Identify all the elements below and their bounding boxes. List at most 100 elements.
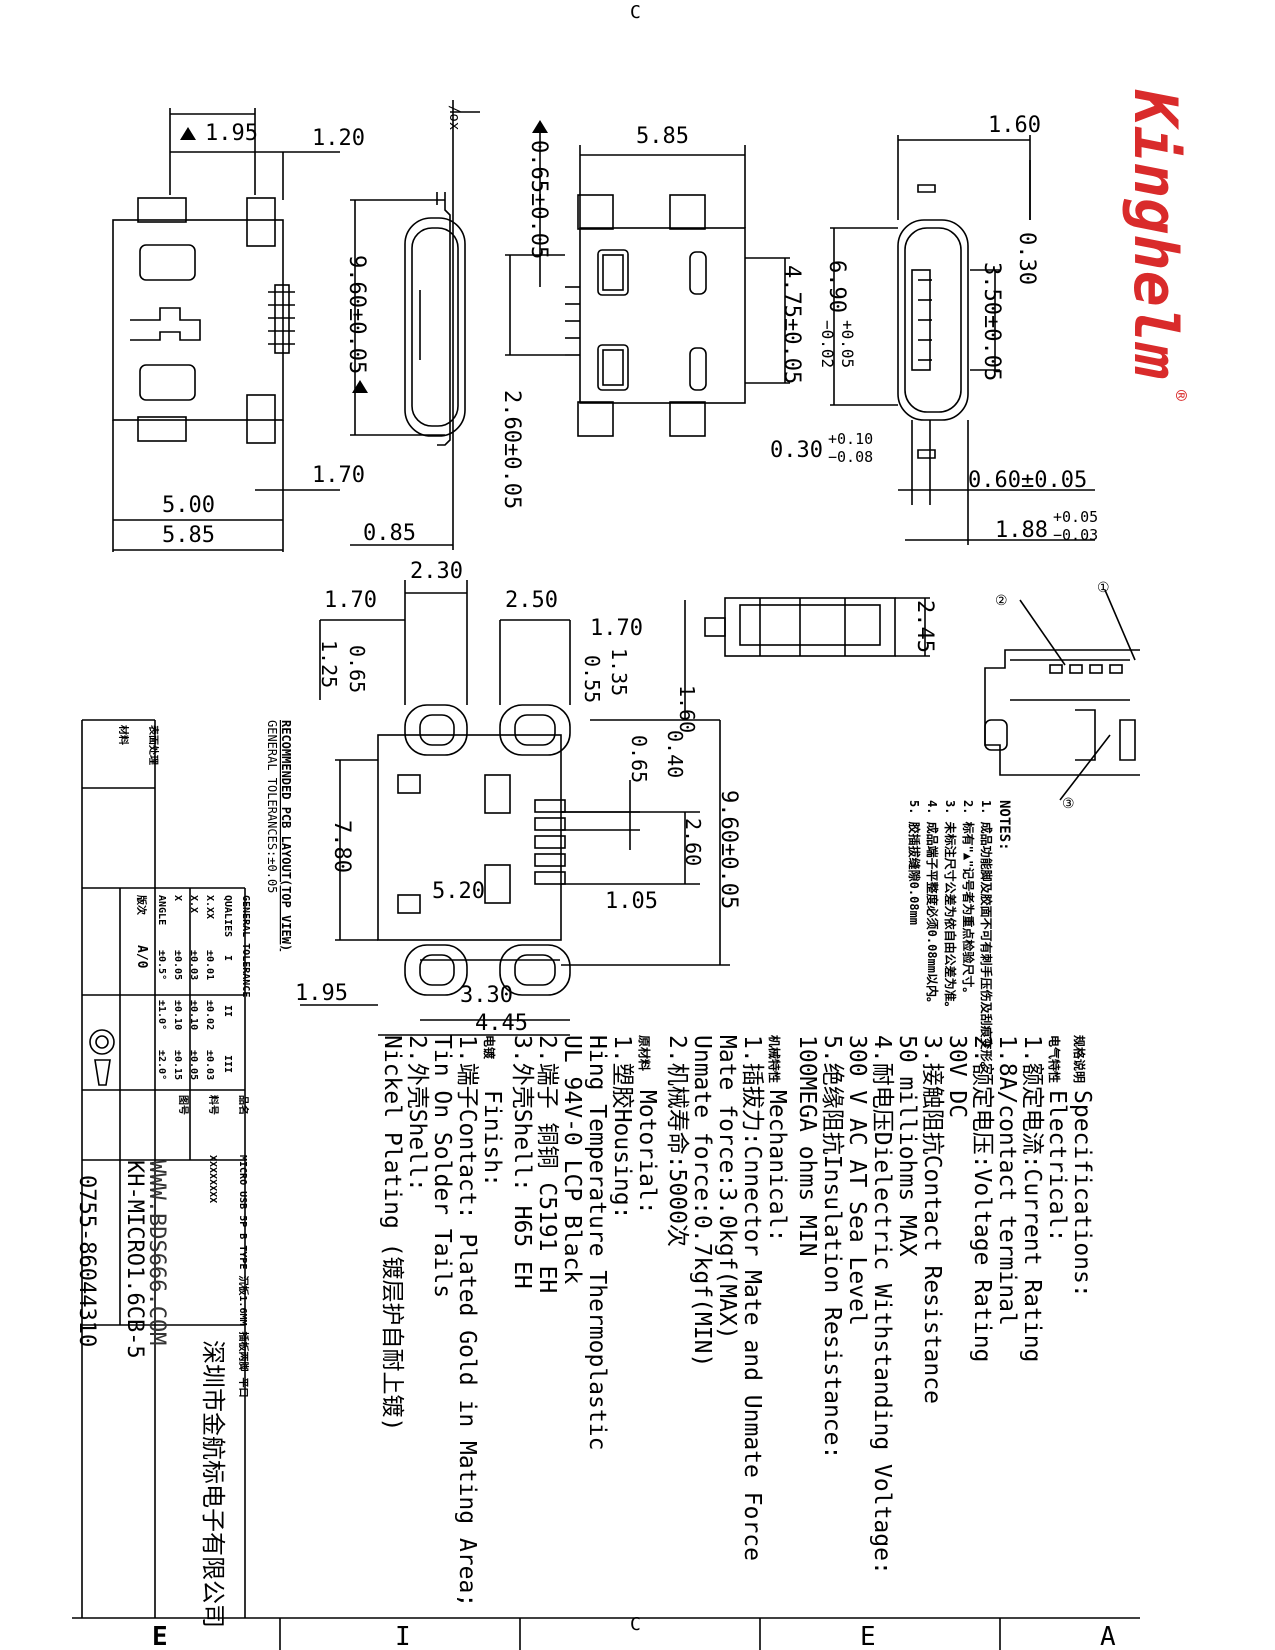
pcb-dim-9: 1.60 xyxy=(675,685,699,733)
svg-text:±0.5°: ±0.5° xyxy=(156,950,167,980)
svg-text:ANGLE: ANGLE xyxy=(156,895,167,925)
pcb-dim-11: 0.65 xyxy=(627,735,651,783)
svg-text:±0.03: ±0.03 xyxy=(204,1050,215,1080)
spec-finish: Finish: xyxy=(479,1090,505,1187)
svg-text:±0.01: ±0.01 xyxy=(204,950,215,980)
projection-symbol xyxy=(89,1029,115,1055)
dim-end-h1-minus: −0.02 xyxy=(818,320,837,368)
note-5: 5. 胶插拔缝隙0.08mm xyxy=(907,800,922,925)
svg-text:±0.05: ±0.05 xyxy=(172,950,183,980)
svg-text:Unmate force:0.7kgf(MIN): Unmate force:0.7kgf(MIN) xyxy=(689,1035,715,1367)
dim-end-a-minus: −0.08 xyxy=(828,448,873,466)
tolerance-title: GENERAL TOLERANCE xyxy=(240,895,251,997)
pcb-dim-8: 1.35 xyxy=(607,648,631,696)
phone-number: 0755-86044310 xyxy=(74,1175,99,1347)
pcb-dim-17: 1.95 xyxy=(295,981,348,1006)
reg-mark-bottom: C xyxy=(630,1614,641,1635)
callout-3: ③ xyxy=(1062,796,1075,812)
dim-end-a-plus: +0.10 xyxy=(828,430,873,448)
version-value: A/0 xyxy=(134,945,149,969)
svg-text:QUALIES: QUALIES xyxy=(222,895,233,937)
svg-text:X.XX: X.XX xyxy=(204,895,215,919)
svg-text:300 V AC AT Sea Level: 300 V AC AT Sea Level xyxy=(844,1035,870,1326)
dim-end-c-plus: +0.05 xyxy=(1053,508,1098,526)
pcb-dim-6: 0.65 xyxy=(345,645,369,693)
dim-front-inner: 4.75±0.05 xyxy=(779,265,804,384)
dim-top-3: 1.70 xyxy=(312,463,365,488)
frame-letter-e: E xyxy=(152,1622,168,1650)
detail-view xyxy=(704,589,1140,801)
pcb-dim-5: 1.25 xyxy=(317,640,341,688)
dim-top-5: 5.85 xyxy=(162,523,215,548)
dim-front-pitch: 0.65±0.05 xyxy=(526,140,551,259)
callout-1: ① xyxy=(1097,580,1110,596)
svg-text:5.绝缘阻抗Insulation Resistance:: 5.绝缘阻抗Insulation Resistance: xyxy=(819,1035,845,1459)
pcb-dim-16: 1.05 xyxy=(605,889,658,914)
dim-top-2: 1.20 xyxy=(312,126,365,151)
dim-detail-height: 2.45 xyxy=(912,600,937,653)
pcb-dim-18: 3.30 xyxy=(460,983,513,1008)
dim-end-c-minus: −0.03 xyxy=(1053,526,1098,544)
notes-title: NOTES: xyxy=(996,800,1012,851)
svg-text:4.耐电压Dielectric Withstanding V: 4.耐电压Dielectric Withstanding Voltage: xyxy=(869,1035,895,1575)
dim-side-bottom: 0.85 xyxy=(363,521,416,546)
note-3: 3. 未标注尺寸公差为依自由公差为准。 xyxy=(943,800,958,1014)
svg-text:X.X: X.X xyxy=(188,895,199,913)
note-1: 1. 成品功能脚及胶面不可有刺手压伤及刮痕变形。 xyxy=(979,800,994,1074)
pcb-layout-title: RECOMMENDED PCB LAYOUT(TOP VIEW) xyxy=(279,720,293,951)
dim-end-c: 1.88 xyxy=(995,518,1048,543)
pcb-dim-13: 7.80 xyxy=(329,820,354,873)
svg-text:1.额定电流:Current Rating: 1.额定电流:Current Rating xyxy=(1019,1035,1045,1362)
svg-text:±0.02: ±0.02 xyxy=(204,1000,215,1030)
svg-text:Nickel Plating (镀层护自耐上镀): Nickel Plating (镀层护自耐上镀) xyxy=(379,1035,405,1431)
svg-text:±0.15: ±0.15 xyxy=(172,1050,183,1080)
svg-text:30V DC: 30V DC xyxy=(944,1035,970,1118)
svg-text:3.外壳Shell: H65 EH: 3.外壳Shell: H65 EH xyxy=(509,1035,535,1289)
spec-mechanical: Mechanical: xyxy=(764,1090,790,1242)
dim-side-height: 9.60±0.05 xyxy=(344,255,369,374)
kinghelm-logo: Kinghelm ® xyxy=(1120,89,1191,401)
frame-letter-i: I xyxy=(395,1622,411,1650)
side-view xyxy=(350,100,480,550)
svg-text:III: III xyxy=(222,1055,233,1073)
svg-text:2.额定电压:Voltage Rating: 2.额定电压:Voltage Rating xyxy=(969,1035,995,1362)
svg-text:料号: 料号 xyxy=(207,1095,220,1115)
side-view-label: /ox xyxy=(446,105,462,130)
svg-text:2.外壳Shell:: 2.外壳Shell: xyxy=(404,1035,430,1192)
dim-top-4: 5.00 xyxy=(162,493,215,518)
svg-text:±0.05: ±0.05 xyxy=(188,1050,199,1080)
dim-end-w: 1.60 xyxy=(988,113,1041,138)
part-number: XXXXXXXX xyxy=(207,1155,218,1203)
svg-text:®: ® xyxy=(1170,390,1191,401)
dim-front-span: 2.60±0.05 xyxy=(499,390,524,509)
svg-text:I: I xyxy=(222,955,233,961)
frame-letter-a: A xyxy=(1100,1622,1116,1650)
pcb-layout-tolerance: GENERAL TOLERANCES:±0.05 xyxy=(265,720,279,893)
pcb-dim-4: 1.70 xyxy=(590,616,643,641)
svg-text:±1.0°: ±1.0° xyxy=(156,1000,167,1030)
notes-block: NOTES: 1. 成品功能脚及胶面不可有刺手压伤及刮痕变形。 2. 标有"▲"… xyxy=(907,800,1012,1074)
pcb-dim-14: 5.20 xyxy=(432,879,485,904)
svg-text:50 milliohms MAX: 50 milliohms MAX xyxy=(894,1035,920,1257)
svg-text:Hing Temperature Thermoplastic: Hing Temperature Thermoplastic xyxy=(584,1035,610,1450)
svg-text:UL 94V-0 LCP Black: UL 94V-0 LCP Black xyxy=(559,1035,585,1284)
svg-text:品名: 品名 xyxy=(237,1095,250,1115)
svg-text:2.端子 铜铜 C5191 EH: 2.端子 铜铜 C5191 EH xyxy=(534,1035,560,1293)
svg-text:Mate force:3.0kgf(MAX): Mate force:3.0kgf(MAX) xyxy=(714,1035,740,1340)
pcb-dim-12: 9.60±0.05 xyxy=(716,790,741,909)
dim-end-h1: 6.90 xyxy=(824,260,849,313)
spec-material: Motorial: xyxy=(634,1090,660,1215)
svg-text:±0.10: ±0.10 xyxy=(172,1000,183,1030)
svg-text:机械特性: 机械特性 xyxy=(767,1035,782,1083)
svg-text:3.接触阻抗Contact Resistance: 3.接触阻抗Contact Resistance xyxy=(919,1035,945,1404)
svg-text:1.塑胶Housing:: 1.塑胶Housing: xyxy=(609,1035,635,1219)
pcb-dim-19: 4.45 xyxy=(475,1011,528,1036)
spec-title: Specifications: xyxy=(1069,1090,1095,1298)
svg-text:100MEGA ohms MIN: 100MEGA ohms MIN xyxy=(794,1035,820,1257)
dim-end-b: 0.60±0.05 xyxy=(968,468,1087,493)
company-name: 深圳市金航标电子有限公司 xyxy=(199,1340,227,1628)
svg-text:Kinghelm: Kinghelm xyxy=(1120,89,1190,379)
svg-text:1.8A/contact terminal: 1.8A/contact terminal xyxy=(994,1035,1020,1326)
dim-top-1: 1.95 xyxy=(205,121,258,146)
dim-end-h1-plus: +0.05 xyxy=(838,320,857,368)
